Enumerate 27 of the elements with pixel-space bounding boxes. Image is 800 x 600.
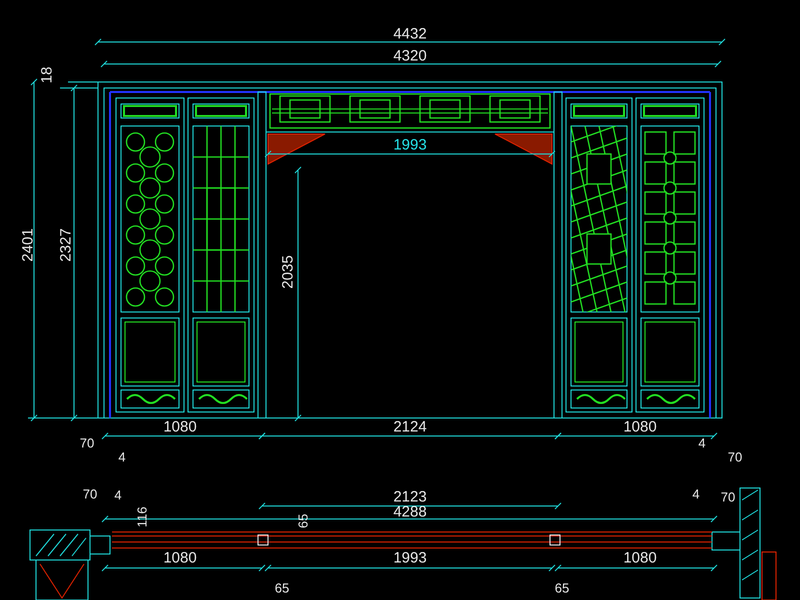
dimension-text: 4 <box>117 450 127 464</box>
dimension-text: 1080 <box>622 420 658 434</box>
dimension-text: 2124 <box>392 420 428 434</box>
dimension-text: 4 <box>691 488 701 500</box>
dimension-text: 1080 <box>162 550 198 566</box>
dimension-text: 1993 <box>392 138 428 152</box>
dimension-text: 116 <box>136 506 148 528</box>
dimension-text: 4 <box>113 488 123 502</box>
dimension-text: 65 <box>296 512 310 530</box>
dimension-text: 1080 <box>162 420 198 434</box>
dimension-text: 18 <box>40 66 54 84</box>
dimension-text: 65 <box>554 582 570 594</box>
dimension-text: 4 <box>697 436 707 450</box>
dimension-text: 4320 <box>392 48 428 64</box>
dimension-text: 2123 <box>392 490 428 504</box>
dimension-text: 2327 <box>58 227 74 263</box>
dimension-text: 4432 <box>392 26 428 42</box>
dimension-text: 2401 <box>20 227 36 263</box>
dimension-text: 70 <box>726 450 744 464</box>
dimension-text: 70 <box>82 488 98 500</box>
dimension-text: 2035 <box>280 254 296 290</box>
dimension-text: 1080 <box>622 550 658 566</box>
dimension-text: 70 <box>78 436 96 450</box>
dimension-text: 65 <box>274 582 290 594</box>
dimension-text: 70 <box>720 490 736 504</box>
dimension-text: 4288 <box>392 504 428 520</box>
dimension-text: 1993 <box>392 550 428 566</box>
